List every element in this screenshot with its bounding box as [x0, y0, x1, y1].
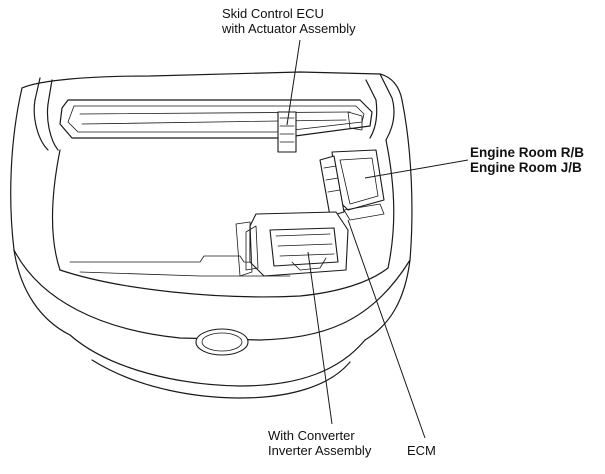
skid-control-ecu-label: Skid Control ECU with Actuator Assembly: [222, 6, 356, 36]
hood: [21, 71, 403, 151]
converter-leader: [307, 251, 333, 425]
skid-ecu-leader: [286, 39, 301, 126]
converter-inverter-label: With Converter Inverter Assembly: [268, 428, 371, 458]
ecm-label: ECM: [407, 443, 436, 458]
engine-room-relay-box: [319, 149, 385, 221]
converter-line1: With Converter: [268, 428, 355, 443]
engine-room-leader: [364, 159, 469, 179]
inverter-assembly: [235, 211, 349, 277]
skid-ecu-line1: Skid Control ECU: [222, 6, 324, 21]
engine-room-line2: Engine Room J/B: [470, 160, 582, 175]
engine-room-label: Engine Room R/B Engine Room J/B: [470, 145, 584, 175]
skid-ecu-line2: with Actuator Assembly: [222, 21, 356, 36]
cowl-panel: [59, 99, 373, 153]
engine-room-line1: Engine Room R/B: [470, 145, 584, 160]
ecm-leader: [347, 219, 426, 439]
vehicle-body: [10, 87, 413, 399]
converter-line2: Inverter Assembly: [268, 443, 372, 458]
